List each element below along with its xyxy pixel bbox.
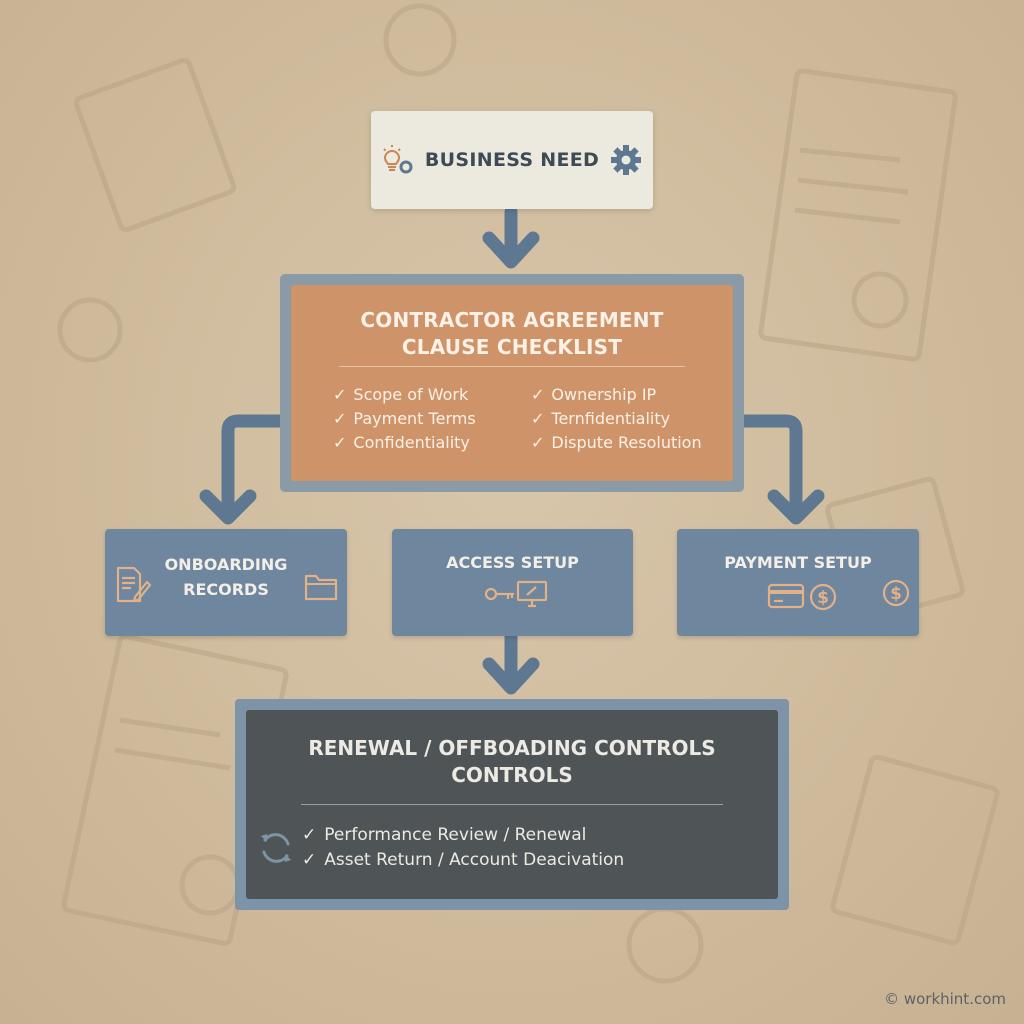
controls-title-line1: RENEWAL / OFFBOADING CONTROLS bbox=[308, 736, 716, 760]
controls-item: ✓ Performance Review / Renewal bbox=[302, 823, 624, 848]
checklist-item: ✓ Dispute Resolution bbox=[531, 431, 702, 455]
dollar-coin-icon: $ bbox=[808, 582, 838, 612]
check-icon: ✓ bbox=[333, 433, 347, 452]
checklist-divider bbox=[339, 366, 685, 367]
check-icon: ✓ bbox=[333, 385, 347, 404]
dollar-coin-icon: $ bbox=[881, 578, 911, 608]
checklist-item: ✓ Confidentiality bbox=[333, 431, 476, 455]
footer-credit: © workhint.com bbox=[884, 990, 1006, 1008]
arrow-access-to-controls bbox=[482, 629, 540, 695]
checklist-item: ✓ Ternfidentiality bbox=[531, 407, 702, 431]
check-icon: ✓ bbox=[531, 409, 545, 428]
folder-icon bbox=[304, 571, 338, 601]
arrow-checklist-to-payment bbox=[728, 414, 825, 525]
arrow-checklist-to-onboarding bbox=[199, 414, 297, 525]
check-icon: ✓ bbox=[333, 409, 347, 428]
svg-text:$: $ bbox=[890, 584, 902, 604]
payment-setup-box: PAYMENT SETUP $ $ bbox=[677, 529, 919, 636]
business-need-title: BUSINESS NEED bbox=[424, 149, 600, 171]
checklist-item: ✓ Payment Terms bbox=[333, 407, 476, 431]
checklist-right-column: ✓ Ownership IP ✓ Ternfidentiality ✓ Dispute… bbox=[531, 383, 702, 455]
svg-text:$: $ bbox=[817, 588, 829, 608]
refresh-cycle-icon bbox=[258, 830, 294, 866]
controls-divider bbox=[301, 804, 723, 805]
onboarding-title-line2: RECORDS bbox=[183, 580, 269, 599]
checklist-left-column: ✓ Scope of Work ✓ Payment Terms ✓ Confident… bbox=[333, 383, 476, 455]
checklist-title: CONTRACTOR AGREEMENT CLAUSE CHECKLIST bbox=[291, 307, 733, 361]
document-pencil-icon bbox=[115, 565, 151, 605]
gear-icon bbox=[609, 143, 643, 177]
controls-item-label: Performance Review / Renewal bbox=[324, 825, 587, 845]
checklist-item-label: Ownership IP bbox=[551, 385, 657, 404]
access-setup-box: ACCESS SETUP bbox=[392, 529, 633, 636]
check-icon: ✓ bbox=[531, 433, 545, 452]
access-setup-title: ACCESS SETUP bbox=[446, 553, 579, 572]
clause-checklist-box: CONTRACTOR AGREEMENT CLAUSE CHECKLIST ✓ S… bbox=[291, 285, 733, 481]
controls-item: ✓ Asset Return / Account Deacivation bbox=[302, 848, 624, 873]
checklist-item-label: Dispute Resolution bbox=[551, 433, 702, 452]
lightbulb-gear-icon bbox=[381, 143, 415, 177]
controls-title: RENEWAL / OFFBOADING CONTROLS CONTROLS bbox=[246, 735, 778, 789]
checklist-title-line2: CLAUSE CHECKLIST bbox=[401, 335, 623, 359]
key-icon bbox=[484, 585, 516, 603]
onboarding-records-box: ONBOARDING RECORDS bbox=[105, 529, 347, 636]
onboarding-records-title: ONBOARDING RECORDS bbox=[105, 552, 347, 602]
checklist-item-label: Payment Terms bbox=[353, 409, 476, 428]
check-icon: ✓ bbox=[531, 385, 545, 404]
checklist-item-label: Confidentiality bbox=[353, 433, 470, 452]
monitor-icon bbox=[516, 580, 548, 608]
checklist-item: ✓ Ownership IP bbox=[531, 383, 702, 407]
arrow-need-to-checklist bbox=[482, 205, 540, 269]
checklist-title-line1: CONTRACTOR AGREEMENT bbox=[360, 308, 664, 332]
check-icon: ✓ bbox=[302, 850, 317, 870]
check-icon: ✓ bbox=[302, 825, 317, 845]
controls-list: ✓ Performance Review / Renewal ✓ Asset Ret… bbox=[302, 823, 624, 873]
controls-title-line2: CONTROLS bbox=[451, 763, 573, 787]
checklist-item-label: Scope of Work bbox=[353, 385, 469, 404]
controls-item-label: Asset Return / Account Deacivation bbox=[324, 850, 625, 870]
checklist-item-label: Ternfidentiality bbox=[551, 409, 671, 428]
credit-card-icon bbox=[767, 582, 805, 610]
payment-setup-title: PAYMENT SETUP bbox=[724, 553, 872, 572]
checklist-item: ✓ Scope of Work bbox=[333, 383, 476, 407]
business-need-box: BUSINESS NEED bbox=[371, 111, 653, 209]
onboarding-title-line1: ONBOARDING bbox=[164, 555, 288, 574]
renewal-offboarding-controls-box: RENEWAL / OFFBOADING CONTROLS CONTROLS ✓… bbox=[246, 710, 778, 899]
